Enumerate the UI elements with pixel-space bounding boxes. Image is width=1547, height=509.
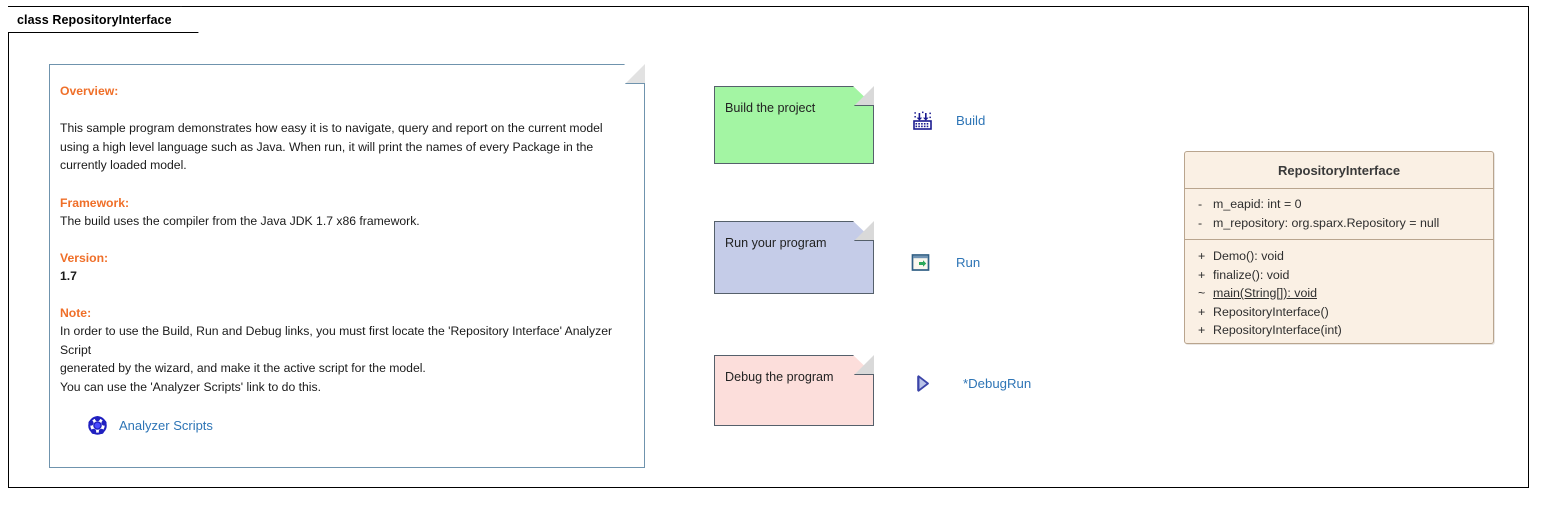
- uml-class-repositoryinterface[interactable]: RepositoryInterface - m_eapid: int = 0 -…: [1184, 151, 1494, 344]
- note-heading: Note:: [60, 306, 92, 320]
- uml-visibility: +: [1198, 304, 1206, 319]
- uml-operation-row: ~ main(String[]): void: [1185, 284, 1493, 303]
- uml-operation-signature-static: main(String[]): void: [1213, 286, 1317, 300]
- uml-operation-signature: RepositoryInterface(): [1213, 304, 1329, 319]
- uml-attribute-row: - m_eapid: int = 0: [1185, 195, 1493, 214]
- sticky-note-run: Run your program: [714, 220, 875, 294]
- uml-operation-row: + RepositoryInterface(): [1185, 303, 1493, 322]
- note-paragraph-line-2: generated by the wizard, and make it the…: [60, 361, 426, 375]
- sticky-note-run-label: Run your program: [725, 236, 827, 250]
- sticky-note-build-label: Build the project: [725, 101, 816, 115]
- sticky-note-debug: Debug the program: [714, 354, 875, 426]
- uml-operation-row: + RepositoryInterface(int): [1185, 321, 1493, 340]
- diagram-title-label: class RepositoryInterface: [17, 12, 172, 27]
- note-paragraph-line-1: In order to use the Build, Run and Debug…: [60, 324, 613, 357]
- note-paragraph-line-3: You can use the 'Analyzer Scripts' link …: [60, 379, 321, 394]
- overview-heading: Overview:: [60, 84, 119, 98]
- sticky-note-build: Build the project: [714, 85, 875, 164]
- build-link[interactable]: Build: [912, 110, 985, 131]
- uml-visibility: +: [1198, 323, 1206, 337]
- overview-note-body: Overview: This sample program demonstrat…: [50, 65, 644, 396]
- uml-visibility: ~: [1198, 286, 1206, 300]
- debugrun-link-label: *DebugRun: [963, 376, 1032, 391]
- run-link[interactable]: Run: [910, 252, 980, 273]
- uml-attribute-signature: m_eapid: int = 0: [1213, 197, 1302, 211]
- debugrun-link[interactable]: *DebugRun: [912, 373, 1031, 394]
- run-icon: [910, 252, 931, 273]
- analyzer-scripts-label: Analyzer Scripts: [119, 418, 213, 433]
- framework-heading: Framework:: [60, 195, 130, 210]
- uml-attribute-signature: m_repository: org.sparx.Repository = nul…: [1213, 215, 1440, 230]
- overview-note: Overview: This sample program demonstrat…: [49, 63, 645, 468]
- uml-attribute-row: - m_repository: org.sparx.Repository = n…: [1185, 214, 1493, 233]
- uml-visibility: -: [1198, 215, 1203, 230]
- uml-visibility: +: [1198, 249, 1206, 263]
- build-link-label: Build: [956, 113, 986, 128]
- uml-operation-signature: Demo(): void: [1213, 249, 1284, 263]
- version-value: 1.7: [60, 269, 77, 283]
- uml-operation-signature: finalize(): void: [1213, 267, 1290, 282]
- version-heading: Version:: [60, 251, 109, 265]
- uml-operation-row: + Demo(): void: [1185, 247, 1493, 266]
- build-icon: [912, 110, 933, 131]
- analyzer-scripts-icon: [87, 415, 108, 436]
- uml-attributes-compartment: - m_eapid: int = 0 - m_repository: org.s…: [1185, 189, 1493, 240]
- diagram-title-tab: class RepositoryInterface: [8, 6, 199, 33]
- analyzer-scripts-link[interactable]: Analyzer Scripts: [87, 415, 213, 436]
- framework-paragraph: The build uses the compiler from the Jav…: [60, 213, 420, 228]
- overview-paragraph: This sample program demonstrates how eas…: [60, 121, 603, 172]
- uml-class-name: RepositoryInterface: [1185, 152, 1493, 189]
- play-triangle-icon: [912, 373, 933, 394]
- sticky-note-debug-label: Debug the program: [725, 370, 834, 384]
- uml-operation-signature: RepositoryInterface(int): [1213, 323, 1342, 337]
- uml-visibility: +: [1198, 267, 1206, 282]
- uml-visibility: -: [1198, 197, 1203, 211]
- run-link-label: Run: [956, 255, 981, 270]
- uml-operations-compartment: + Demo(): void + finalize(): void ~ main…: [1185, 240, 1493, 346]
- uml-operation-row: + finalize(): void: [1185, 266, 1493, 285]
